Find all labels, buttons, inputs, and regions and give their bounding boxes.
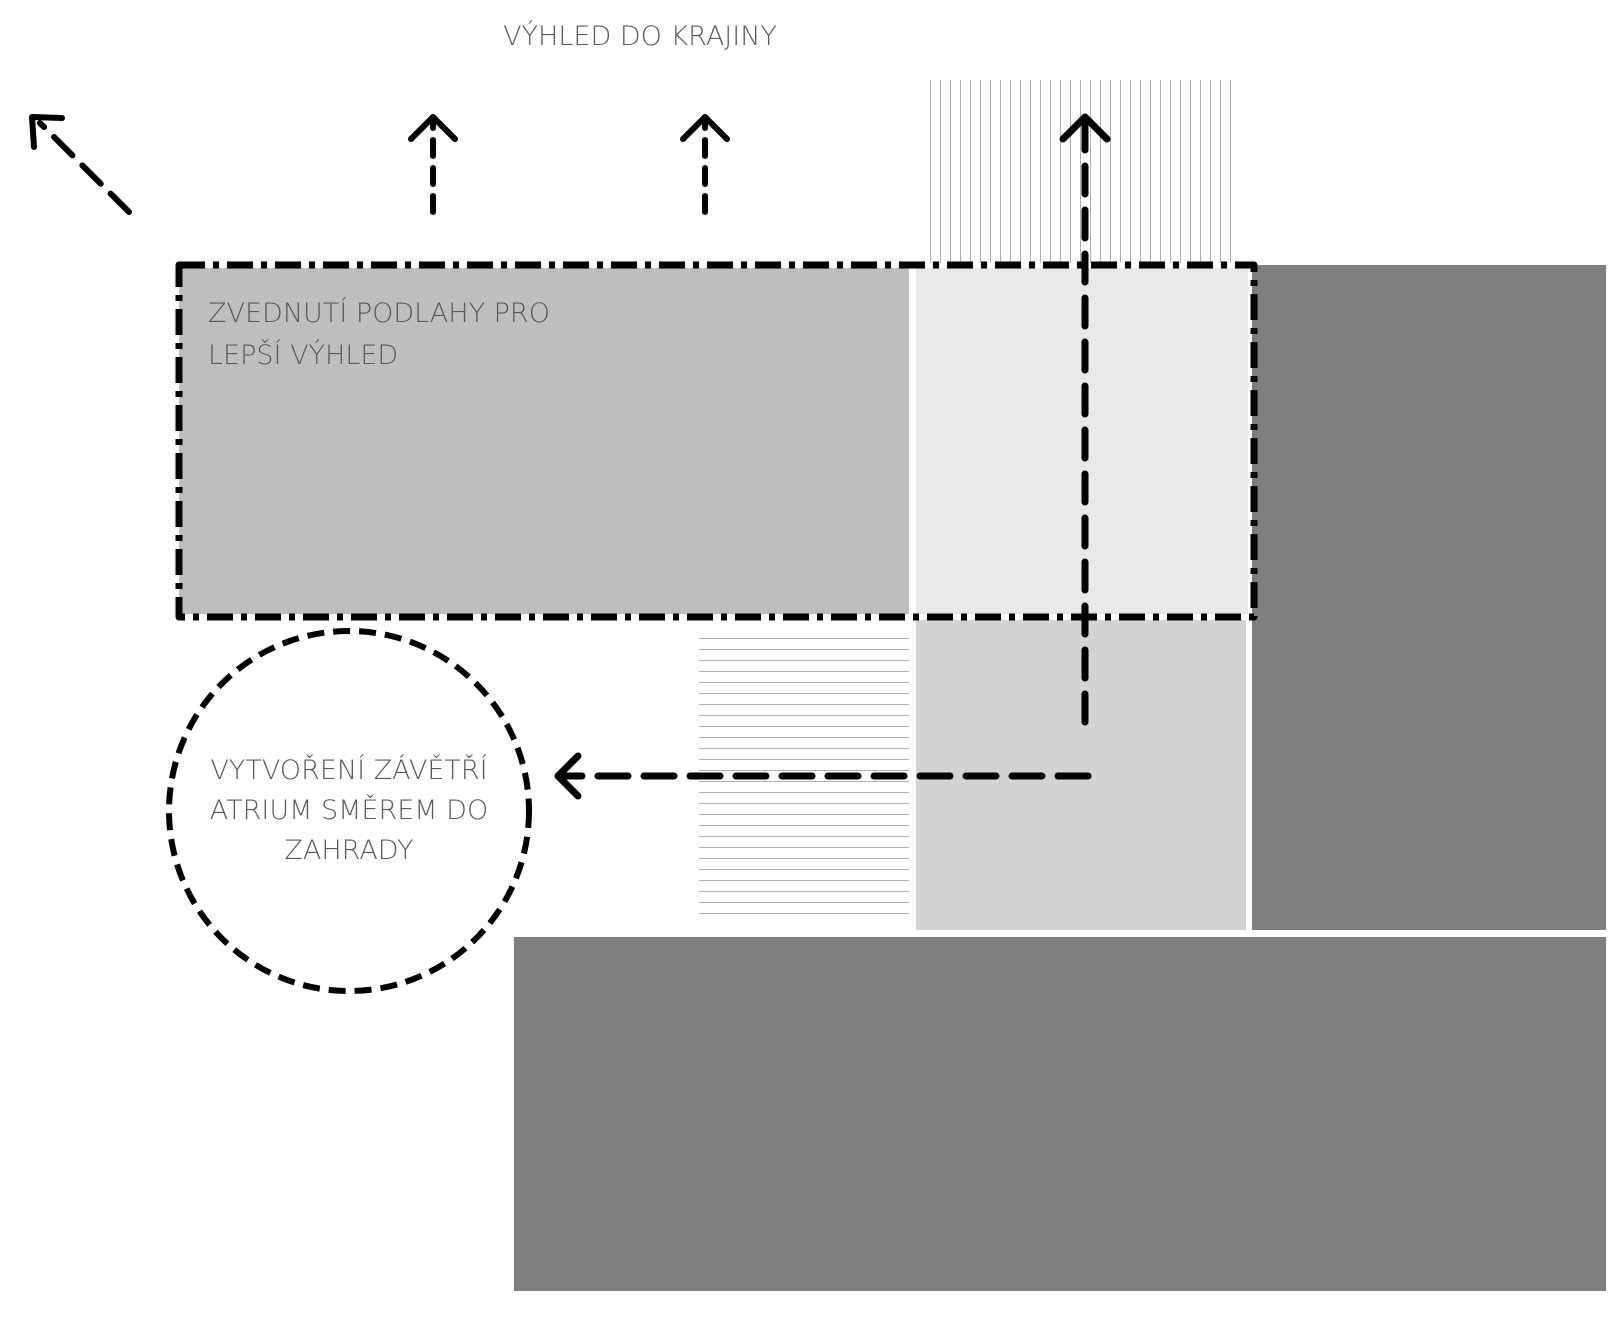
- atrium-label-1: VYTVOŘENÍ ZÁVĚTŘÍ: [210, 754, 487, 786]
- atrium-circle: [166, 628, 532, 994]
- raised-floor-zone: [179, 268, 909, 614]
- view-title: VÝHLED DO KRAJINY: [503, 20, 777, 52]
- vertical-circulation-arrow-icon: [1059, 113, 1111, 726]
- up-arrow-icon-1: [408, 114, 458, 215]
- raised-floor-label-2: LEPŠÍ VÝHLED: [208, 339, 398, 371]
- view-corridor-hatch: [925, 80, 1237, 263]
- diagonal-arrow-icon: [29, 114, 132, 215]
- atrium-label-2: ATRIUM SMĚREM DO: [210, 794, 488, 826]
- up-arrow-icon-2: [680, 114, 730, 215]
- atrium-label-3: ZAHRADY: [284, 835, 413, 866]
- atrium-arrow-icon: [554, 752, 1092, 800]
- raised-floor-label-1: ZVEDNUTÍ PODLAHY PRO: [208, 297, 550, 329]
- dark-volume-right: [1252, 265, 1606, 930]
- dark-volume-bottom: [514, 937, 1606, 1291]
- raised-floor-outline: [175, 261, 1258, 621]
